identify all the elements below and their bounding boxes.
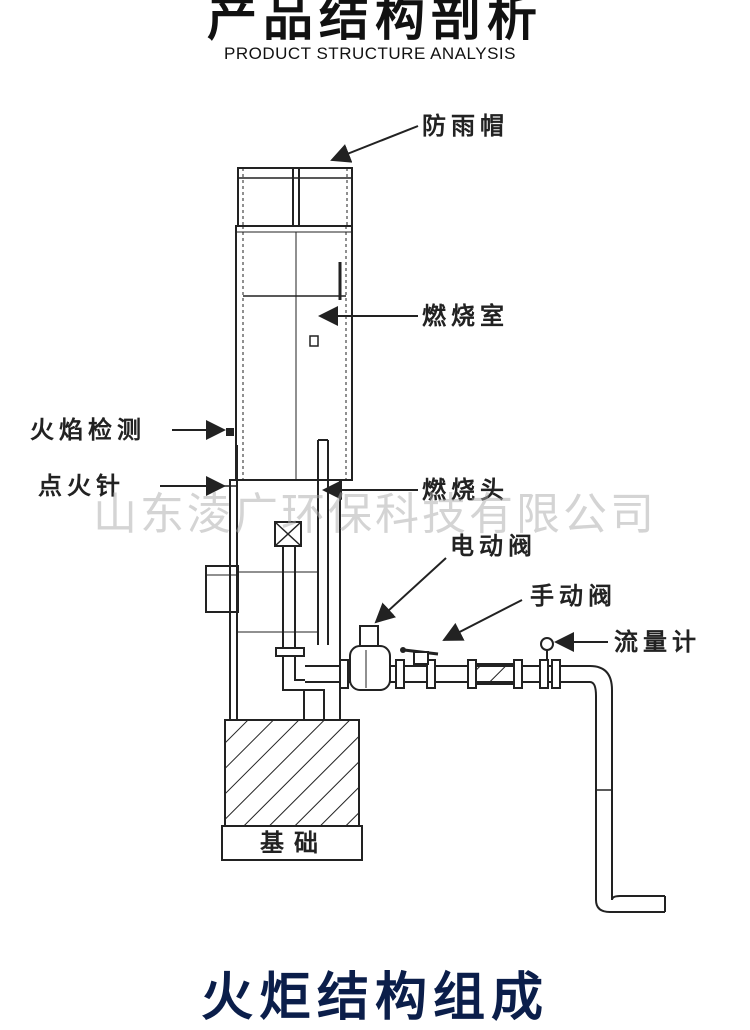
leader-arrows [160, 125, 608, 652]
label-burner-head: 燃烧头 [422, 476, 509, 504]
page-title: 产品结构剖析 [207, 0, 543, 47]
label-electric-valve: 电动阀 [450, 532, 537, 560]
burner-section [205, 428, 341, 721]
manual-valve-symbol [400, 647, 439, 665]
rain-cap [237, 167, 353, 227]
label-flow-meter: 流量计 [614, 628, 701, 656]
label-igniter: 点火针 [38, 472, 125, 500]
electric-valve-symbol [349, 625, 391, 691]
foundation-block [221, 719, 363, 861]
combustion-chamber [235, 225, 353, 481]
label-combustion-chamber: 燃烧室 [422, 302, 509, 330]
label-foundation: 基础 [260, 829, 328, 857]
page-subtitle: PRODUCT STRUCTURE ANALYSIS [224, 44, 516, 63]
footer-title: 火炬结构组成 [200, 968, 549, 1028]
label-manual-valve: 手动阀 [530, 582, 617, 610]
structure-diagram [160, 125, 666, 913]
flow-meter-symbol [540, 637, 554, 660]
label-flame-detection: 火焰检测 [30, 416, 146, 444]
label-rain-cap: 防雨帽 [422, 112, 509, 140]
